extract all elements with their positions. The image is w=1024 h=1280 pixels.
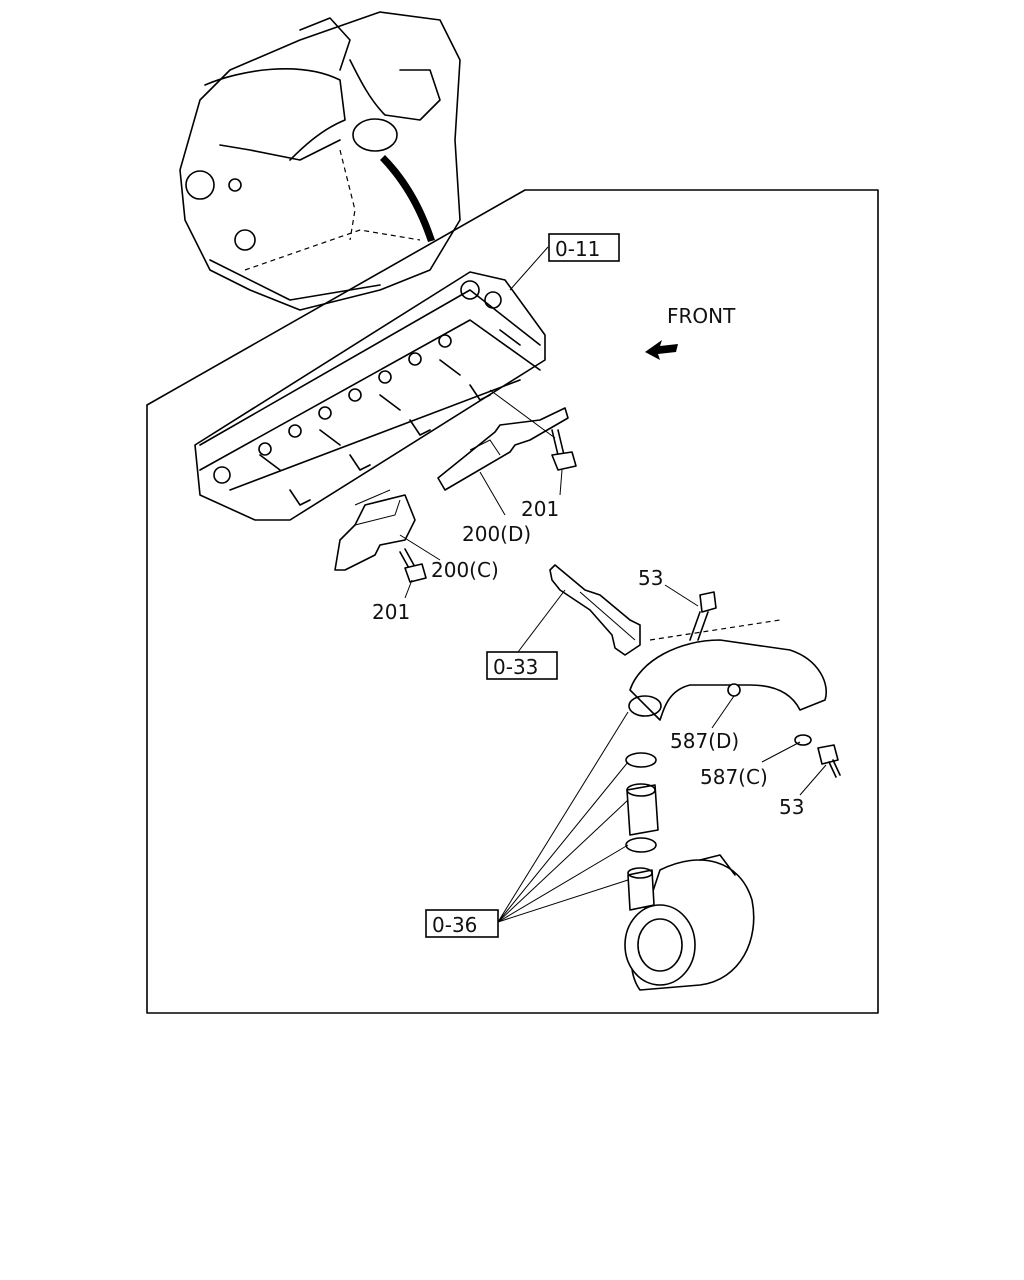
part-label-201-left: 201	[372, 600, 410, 624]
bracket-200c-illustration	[334, 494, 416, 571]
part-label-201-right: 201	[521, 497, 559, 521]
ref-hose-label: 0-36	[432, 913, 477, 937]
cylinder-head-illustration	[194, 271, 546, 521]
hose-illustration	[628, 619, 841, 778]
front-label: FRONT	[667, 304, 736, 328]
bolt-201-right-illustration	[551, 429, 577, 471]
pipe-033-illustration	[549, 564, 641, 656]
front-indicator: FRONT	[645, 304, 736, 360]
leader-lines	[354, 246, 827, 923]
bracket-200d-illustration	[437, 407, 569, 491]
turbocharger-illustration	[624, 854, 755, 991]
ref-box-hose: 0-36	[425, 909, 499, 938]
ref-box-head: 0-11	[548, 233, 620, 262]
part-label-53-bottom: 53	[779, 795, 804, 819]
part-label-53-top: 53	[638, 566, 663, 590]
part-label-587c: 587(C)	[700, 765, 768, 789]
ref-head-label: 0-11	[555, 237, 600, 261]
bolt-53-top-illustration	[689, 591, 717, 641]
part-label-587d: 587(D)	[670, 729, 739, 753]
engine-overview-illustration	[179, 11, 461, 311]
detail-frame	[146, 189, 879, 1014]
part-label-200d: 200(D)	[462, 522, 531, 546]
bolt-201-left-illustration	[399, 548, 427, 583]
ref-box-pipe: 0-33	[486, 651, 558, 680]
hose-clamps-illustration	[625, 752, 659, 853]
ref-pipe-label: 0-33	[493, 655, 538, 679]
part-label-200c: 200(C)	[431, 558, 499, 582]
